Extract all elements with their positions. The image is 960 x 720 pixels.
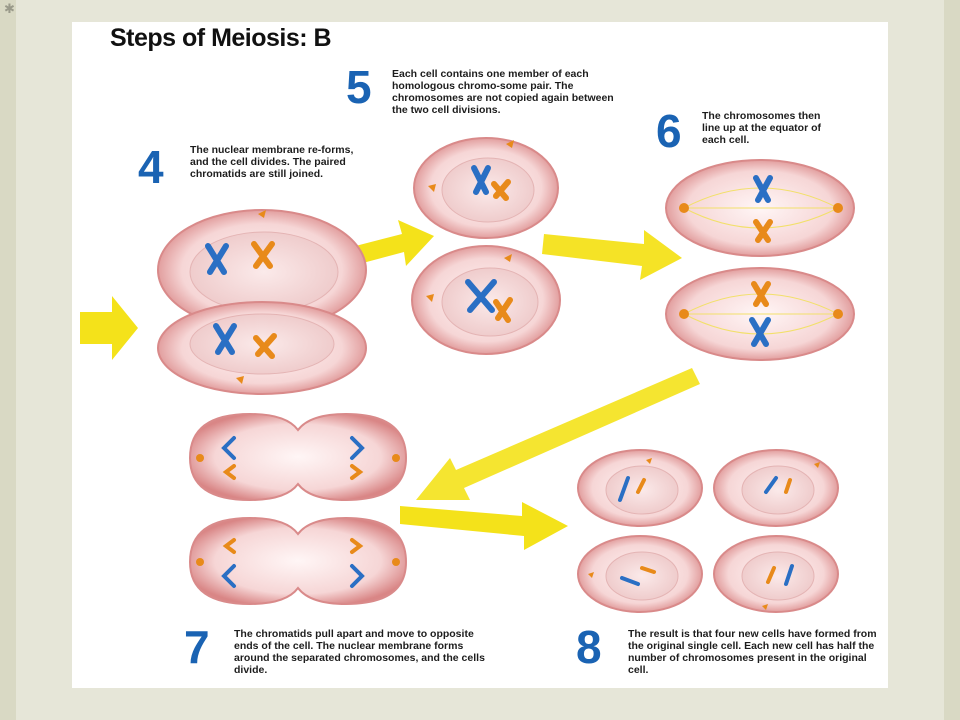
corner-asterisk-icon: ✱ [4,1,15,16]
step-6-caption: The chromosomes then line up at the equa… [702,110,822,146]
step6-cell-top [665,159,855,257]
step-7-caption: The chromatids pull apart and move to op… [234,628,485,676]
step6-cell-bottom [665,267,855,361]
arrow-step5-to-step6 [542,230,682,280]
step8-cell-3 [577,535,703,613]
step-5-caption: Each cell contains one member of each ho… [392,68,614,116]
arrow-step6-to-step7 [416,368,700,500]
arrow-into-step-4 [80,296,138,360]
meiosis-diagram [80,137,855,613]
step8-cell-2 [713,449,839,527]
slide-left-band [0,0,16,720]
step5-cell-top [413,137,559,239]
page-title: Steps of Meiosis: B [110,24,332,52]
step4-cell-bottom [157,301,367,395]
step-6-number: 6 [656,105,682,157]
arrow-step7-to-step8 [400,502,568,550]
step5-cell-bottom [411,245,561,355]
slide-right-band [944,0,960,720]
step-4-number: 4 [138,141,164,193]
step-8-caption: The result is that four new cells have f… [628,628,877,676]
diagram-panel: Steps of Meiosis: B 5 Each cell contains… [72,22,888,688]
step8-cell-4 [713,535,839,613]
step-4-caption: The nuclear membrane re-forms, and the c… [190,144,354,180]
step-5-number: 5 [346,61,372,113]
step8-cell-1 [577,449,703,527]
step7-cell-bottom [188,516,408,606]
step-8-number: 8 [576,621,602,673]
step7-cell-top [188,412,408,502]
step-7-number: 7 [184,621,210,673]
